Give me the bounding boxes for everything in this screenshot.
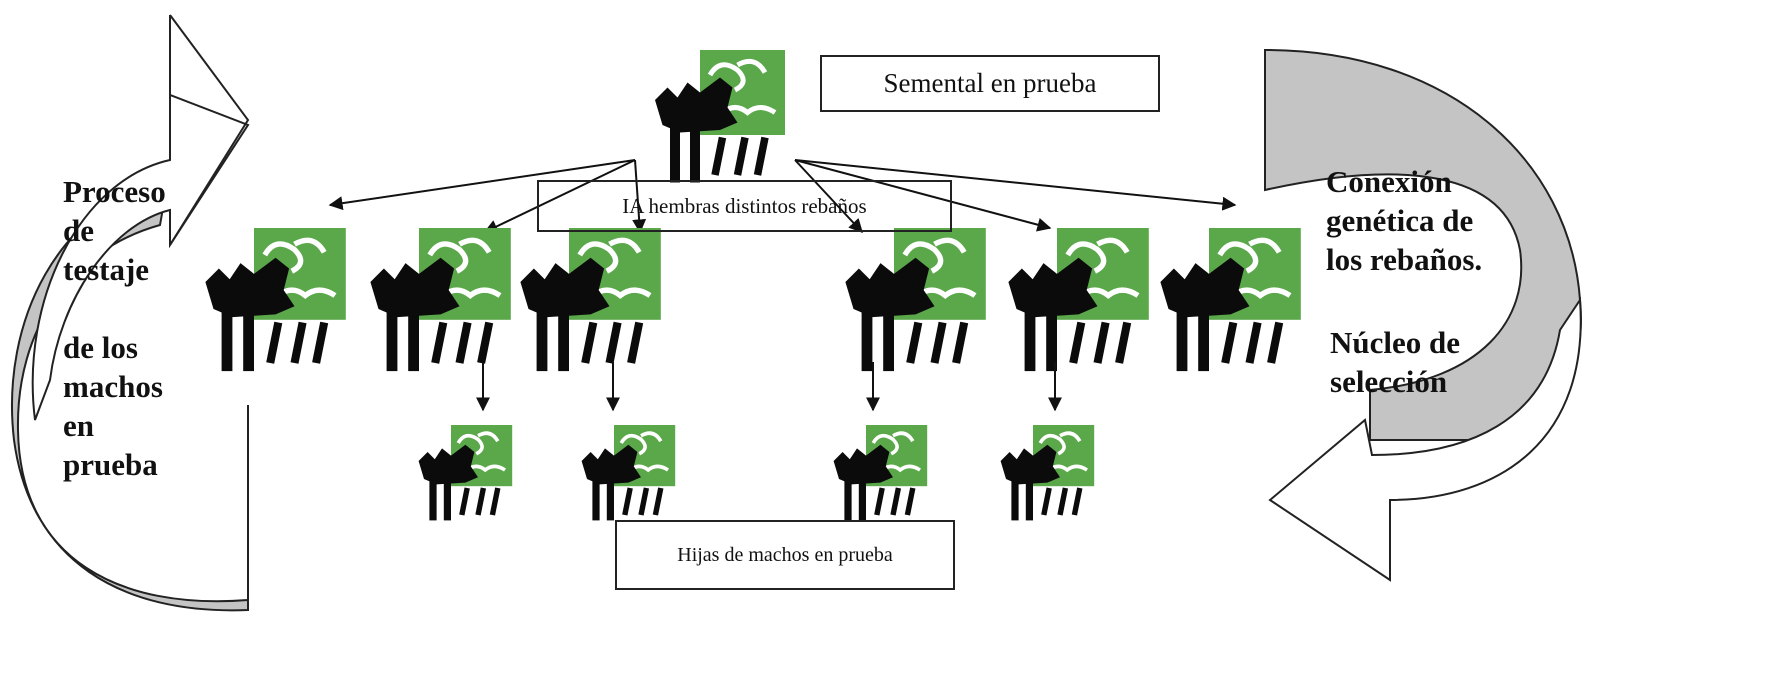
females-to-daughters-arrows <box>476 362 1062 412</box>
female-goat-icon <box>1160 228 1300 371</box>
female-goat-icon <box>1008 228 1148 371</box>
daughters-row <box>419 425 1095 520</box>
right-cycle-line: selección <box>1330 364 1448 399</box>
left-cycle-line: de <box>63 213 94 248</box>
female-goat-icon <box>370 228 510 371</box>
sire-label-box: Semental en prueba <box>820 55 1160 112</box>
sire-goat-icon <box>655 50 785 183</box>
females-row <box>205 228 1300 371</box>
left-cycle-line <box>63 289 166 328</box>
left-cycle-line: en <box>63 408 94 443</box>
left-cycle-arrow-icon <box>10 14 250 612</box>
right-cycle-bottom-text: Núcleo de selección <box>1330 323 1460 401</box>
right-cycle-line: Conexión <box>1326 164 1452 199</box>
right-cycle-arrow-icon <box>1264 48 1582 582</box>
daughters-label-box: Hijas de machos en prueba <box>615 520 955 590</box>
ai-label: IA hembras distintos rebaños <box>622 193 867 218</box>
ai-label-box: IA hembras distintos rebaños <box>537 180 952 232</box>
left-cycle-line: prueba <box>63 447 158 482</box>
left-cycle-line: testaje <box>63 252 150 287</box>
sire-to-females-arrows <box>328 159 1237 234</box>
left-cycle-line: Proceso <box>63 174 166 209</box>
left-cycle-line: machos <box>63 369 163 404</box>
female-goat-icon <box>205 228 345 371</box>
daughters-label: Hijas de machos en prueba <box>677 543 893 566</box>
daughter-goat-icon <box>419 425 513 520</box>
daughter-goat-icon <box>834 425 928 520</box>
right-cycle-line: los rebaños. <box>1326 242 1483 277</box>
right-cycle-line: genética de <box>1326 203 1474 238</box>
daughter-goat-icon <box>582 425 676 520</box>
right-cycle-line: Núcleo de <box>1330 325 1461 360</box>
right-cycle-top-text: Conexión genética de los rebaños. <box>1326 162 1482 279</box>
sire-label: Semental en prueba <box>883 68 1097 98</box>
female-goat-icon <box>520 228 660 371</box>
left-cycle-text: Proceso de testaje de los machos en prue… <box>63 172 166 484</box>
left-cycle-line: de los <box>63 330 138 365</box>
female-goat-icon <box>845 228 985 371</box>
daughter-goat-icon <box>1001 425 1095 520</box>
